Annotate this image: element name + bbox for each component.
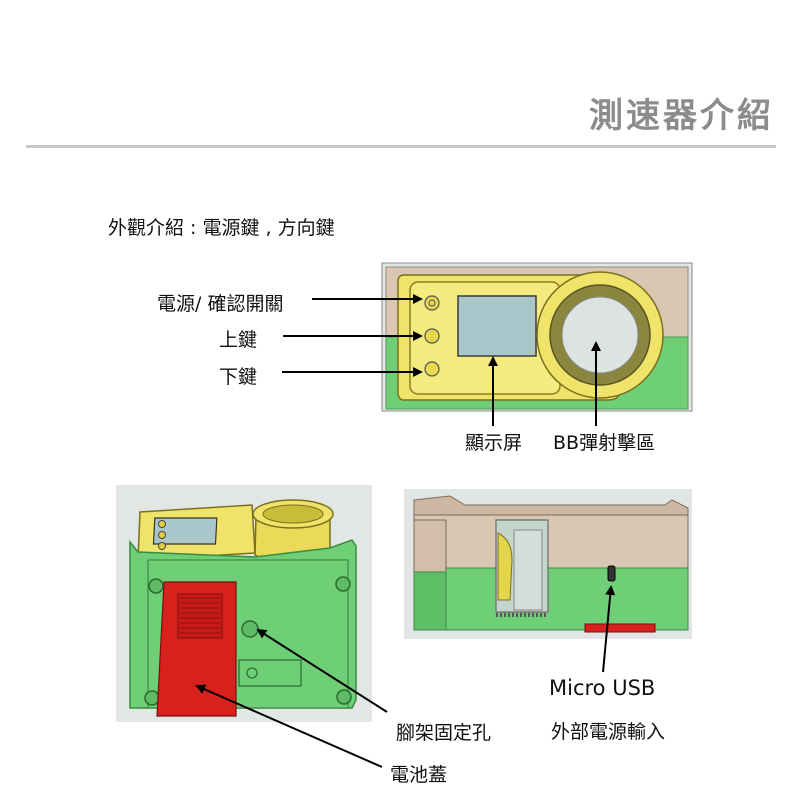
section-heading: 外觀介紹 : 電源鍵 , 方向鍵 [108, 217, 335, 239]
bb-area-label: BB彈射擊區 [553, 432, 656, 454]
battery-cover-pointer [195, 684, 383, 768]
side-device-body [413, 495, 689, 633]
front-device-body [381, 262, 693, 412]
page-title: 測速器介紹 [589, 96, 774, 136]
tripod-hole-pointer [256, 628, 388, 713]
display-label: 顯示屏 [465, 432, 523, 454]
micro-usb-label: Micro USB [549, 676, 656, 700]
usb-pointer [602, 585, 616, 673]
external-power-label: 外部電源輸入 [551, 721, 666, 743]
title-divider [26, 145, 776, 148]
up-key-label: 上鍵 [219, 329, 258, 351]
down-key-label: 下鍵 [219, 366, 258, 388]
tripod-hole-label: 腳架固定孔 [396, 722, 492, 744]
power-confirm-label: 電源/ 確認開關 [157, 293, 284, 315]
bottom-device-body [129, 499, 357, 717]
battery-cover-label: 電池蓋 [390, 764, 448, 786]
